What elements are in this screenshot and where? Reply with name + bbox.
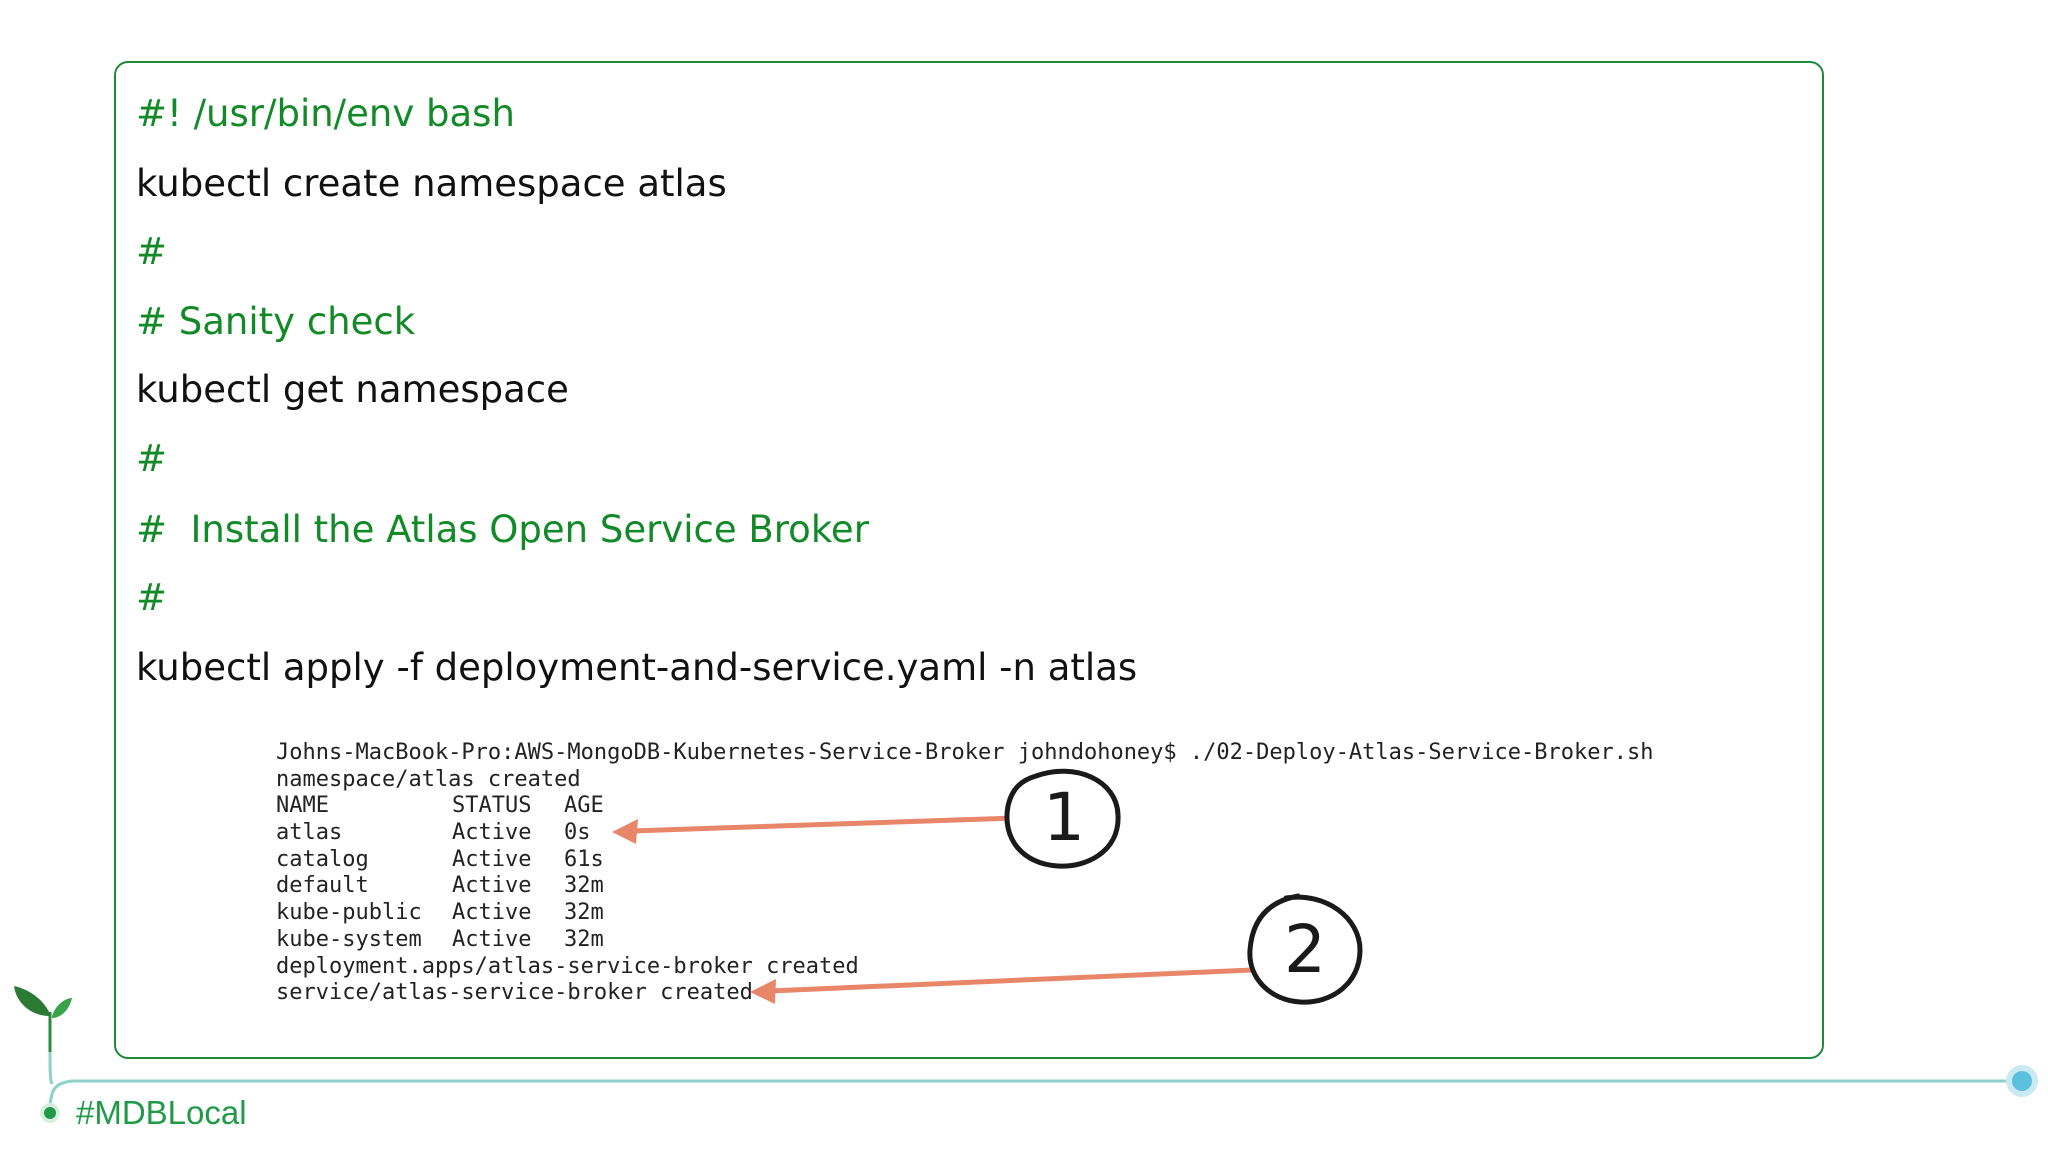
namespace-age: 32m — [564, 873, 604, 899]
namespace-name: catalog — [276, 846, 369, 872]
namespace-table: NAME STATUS AGE atlas Active 0s catalog … — [276, 793, 604, 953]
hashtag-label: #MDBLocal — [76, 1094, 247, 1131]
terminal-output: Johns-MacBook-Pro:AWS-MongoDB-Kubernetes… — [276, 740, 1654, 1007]
namespace-status: Active — [452, 846, 532, 872]
timeline-start-dot — [44, 1107, 56, 1119]
script-line-comment: # — [136, 576, 168, 619]
terminal-namespace-created: namespace/atlas created — [276, 766, 581, 792]
script-line-get-namespace: kubectl get namespace — [136, 368, 569, 411]
terminal-prompt-line: Johns-MacBook-Pro:AWS-MongoDB-Kubernetes… — [276, 740, 1654, 765]
namespace-age: 32m — [564, 900, 604, 926]
footer-timeline — [40, 1065, 2038, 1123]
code-panel — [114, 61, 1824, 1059]
script-line-install-broker: # Install the Atlas Open Service Broker — [136, 508, 869, 551]
timeline-end-dot — [2012, 1071, 2032, 1091]
script-line-create-namespace: kubectl create namespace atlas — [136, 162, 727, 205]
namespace-name: atlas — [276, 820, 343, 846]
sprout-icon — [14, 986, 72, 1085]
script-line-shebang: #! /usr/bin/env bash — [136, 92, 515, 135]
namespace-age: 61s — [564, 846, 604, 872]
table-row: kube-public Active 32m — [276, 900, 604, 927]
column-header-name: NAME — [276, 793, 329, 819]
column-header-age: AGE — [564, 793, 604, 819]
timeline-end-halo — [2006, 1065, 2038, 1097]
namespace-table-header: NAME STATUS AGE — [276, 793, 604, 820]
terminal-service-created: service/atlas-service-broker created — [276, 980, 753, 1006]
column-header-status: STATUS — [452, 793, 532, 819]
namespace-status: Active — [452, 820, 532, 846]
table-row: catalog Active 61s — [276, 847, 604, 874]
script-line-apply: kubectl apply -f deployment-and-service.… — [136, 646, 1138, 689]
terminal-deployment-created: deployment.apps/atlas-service-broker cre… — [276, 953, 859, 979]
namespace-name: kube-system — [276, 926, 422, 952]
table-row: default Active 32m — [276, 873, 604, 900]
namespace-name: kube-public — [276, 900, 422, 926]
namespace-age: 32m — [564, 926, 604, 952]
namespace-status: Active — [452, 873, 532, 899]
namespace-name: default — [276, 873, 369, 899]
namespace-status: Active — [452, 926, 532, 952]
timeline-start-halo — [40, 1103, 60, 1123]
script-line-comment: # — [136, 437, 168, 480]
script-line-comment: # — [136, 230, 168, 273]
table-row: kube-system Active 32m — [276, 927, 604, 954]
namespace-age: 0s — [564, 820, 591, 846]
namespace-status: Active — [452, 900, 532, 926]
script-line-sanity-check: # Sanity check — [136, 300, 416, 343]
table-row: atlas Active 0s — [276, 820, 604, 847]
